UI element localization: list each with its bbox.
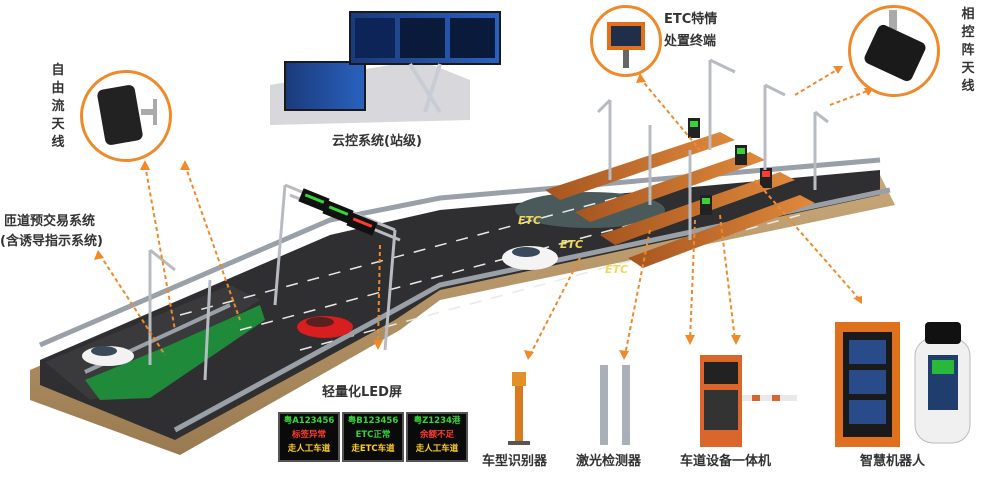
white-car-ramp (82, 346, 134, 366)
smart-robot-label: 智慧机器人 (860, 454, 926, 469)
cloud-control-label: 云控系统(站级) (332, 134, 422, 149)
led-panel-plate: 粤Z1234港 (413, 416, 461, 426)
etc-terminal-label-line1: ETC特情 (664, 12, 718, 27)
arrow-heads (94, 66, 874, 360)
led-panel-plate: 粤A123456 (283, 416, 335, 426)
led-panel-status: 余额不足 (419, 430, 454, 440)
phased-antenna-circle (848, 5, 940, 97)
gantry-led-boards (298, 188, 378, 236)
led-screen-label: 轻量化LED屏 (322, 385, 402, 400)
antenna-panel-icon (97, 85, 143, 145)
poles (148, 58, 829, 381)
free-flow-antenna-label: 自由流天线 (51, 63, 65, 150)
road-marking-etc-2: ETC (560, 238, 584, 251)
led-panel-status: ETC正常 (355, 430, 391, 440)
etc-terminal-label-line2: 处置终端 (664, 34, 717, 49)
etc-terminal-circle (590, 5, 662, 77)
pretrade-label-line1: 匝道预交易系统 (4, 214, 96, 229)
phased-antenna-label: 相控阵天线 (961, 7, 975, 94)
grass-area (85, 305, 265, 400)
free-flow-antenna-circle (80, 70, 172, 162)
cloud-control-building (270, 11, 501, 125)
led-panel-lane: 走人工车道 (415, 444, 459, 454)
led-panel-3: 粤Z1234港 余额不足 走人工车道 (406, 412, 468, 462)
callout-arrows (99, 67, 871, 356)
led-panel-2: 粤B123456 ETC正常 走ETC车道 (342, 412, 404, 462)
pretrade-label-line2: (含诱导指示系统) (0, 234, 103, 249)
laser-detector-device (600, 365, 630, 445)
white-car-main (502, 246, 558, 270)
road-base (30, 157, 895, 455)
led-panel-plate: 粤B123456 (347, 416, 399, 426)
lane-integrated-device (700, 355, 797, 447)
led-panel-lane: 走ETC车道 (351, 444, 395, 454)
smart-robot-device (835, 322, 971, 447)
vehicle-recognizer-device (508, 372, 530, 445)
laser-detector-label: 激光检测器 (576, 454, 642, 469)
phased-array-antenna-icon (864, 24, 926, 82)
led-panel-lane: 走人工车道 (287, 444, 331, 454)
red-car (297, 316, 353, 338)
etc-terminal-icon (611, 26, 641, 46)
vehicle-recognizer-label: 车型识别器 (482, 454, 548, 469)
lane-integrated-label: 车道设备一体机 (680, 454, 772, 469)
led-panel-1: 粤A123456 标签异常 走人工车道 (278, 412, 340, 462)
led-panel-status: 标签异常 (291, 430, 326, 440)
road-marking-etc-3: ETC (605, 263, 629, 276)
road-marking-etc-1: ETC (518, 214, 542, 227)
